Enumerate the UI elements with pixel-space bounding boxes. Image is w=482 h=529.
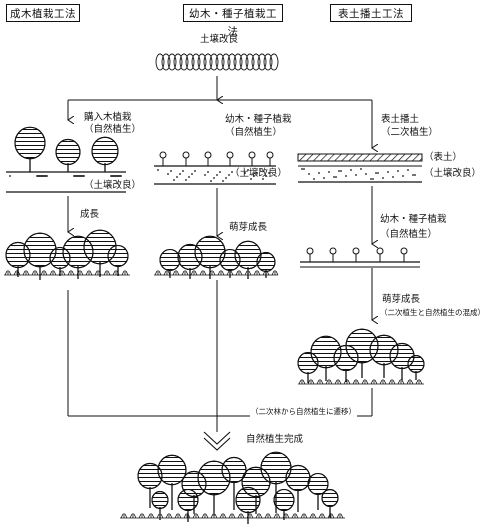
grass-illustrations bbox=[4, 270, 424, 519]
sapling-icon bbox=[266, 151, 274, 166]
tree-icon bbox=[14, 126, 46, 172]
sapling-icon bbox=[248, 151, 256, 166]
label-final: 自然植生完成 bbox=[246, 434, 304, 445]
sapling-icon bbox=[329, 247, 337, 262]
soil-improvement-coil bbox=[155, 53, 279, 71]
label-col2-planting: 幼木・種子植栽 bbox=[225, 114, 292, 125]
ground-strips bbox=[6, 153, 423, 268]
label-col1-planting-sub: （自然植生） bbox=[84, 124, 142, 135]
label-col1-soil: （土壌改良） bbox=[84, 180, 142, 191]
label-col3-topsoil: （表土） bbox=[424, 152, 463, 163]
label-col3-planting: 幼木・種子植栽 bbox=[380, 214, 447, 225]
tree-icon bbox=[285, 464, 311, 512]
sapling-icon bbox=[376, 247, 384, 262]
tree-icon bbox=[107, 244, 129, 276]
label-soil-improvement-top: 土壌改良 bbox=[200, 34, 239, 45]
tree-icon bbox=[159, 248, 181, 278]
final-arrow bbox=[203, 431, 231, 451]
tree-icon bbox=[235, 486, 261, 524]
sapling-icon bbox=[352, 247, 360, 262]
label-col1-growth: 成長 bbox=[80, 209, 100, 220]
label-col3-secondary: （二次植生） bbox=[381, 127, 439, 138]
sapling-icon bbox=[306, 247, 314, 262]
label-col3-soil: （土壌改良） bbox=[424, 168, 482, 179]
sapling-illustrations bbox=[159, 151, 408, 262]
tree-icon bbox=[321, 489, 339, 518]
sapling-icon bbox=[226, 151, 234, 166]
tree-icon bbox=[194, 235, 226, 279]
tree-icon bbox=[407, 355, 425, 380]
tree-illustrations bbox=[5, 126, 425, 524]
label-col3-planting-sub: （自然植生） bbox=[380, 229, 438, 240]
label-col2-soil: （土壌改良） bbox=[230, 168, 288, 179]
tree-icon bbox=[157, 454, 187, 510]
tree-icon bbox=[307, 472, 329, 510]
tree-icon bbox=[55, 138, 81, 172]
tree-icon bbox=[151, 491, 169, 520]
tree-icon bbox=[345, 328, 379, 378]
sapling-icon bbox=[204, 151, 212, 166]
label-col3-topsoil-sowing: 表土播土 bbox=[381, 114, 420, 125]
label-col3-growth-sub: （二次植生と自然植生の混成） bbox=[380, 308, 482, 317]
header-sapling-seed-method: 幼木・種子植栽工法 bbox=[183, 4, 283, 38]
sapling-icon bbox=[182, 151, 190, 166]
tree-icon bbox=[177, 488, 199, 522]
tree-icon bbox=[221, 456, 247, 510]
label-col2-growth: 萌芽成長 bbox=[229, 222, 268, 233]
label-col2-planting-sub: （自然植生） bbox=[225, 127, 283, 138]
label-transition: （二次林から自然植生に遷移） bbox=[250, 406, 357, 418]
sapling-icon bbox=[159, 151, 167, 166]
header-topsoil-method: 表土播土工法 bbox=[330, 4, 412, 22]
sapling-icon bbox=[400, 247, 408, 262]
label-col1-planting: 購入木植栽 bbox=[84, 112, 132, 123]
label-col3-growth: 萌芽成長 bbox=[382, 294, 421, 305]
tree-icon bbox=[256, 252, 276, 278]
tree-icon bbox=[91, 136, 119, 172]
header-mature-tree-method: 成木植栽工法 bbox=[6, 4, 80, 22]
